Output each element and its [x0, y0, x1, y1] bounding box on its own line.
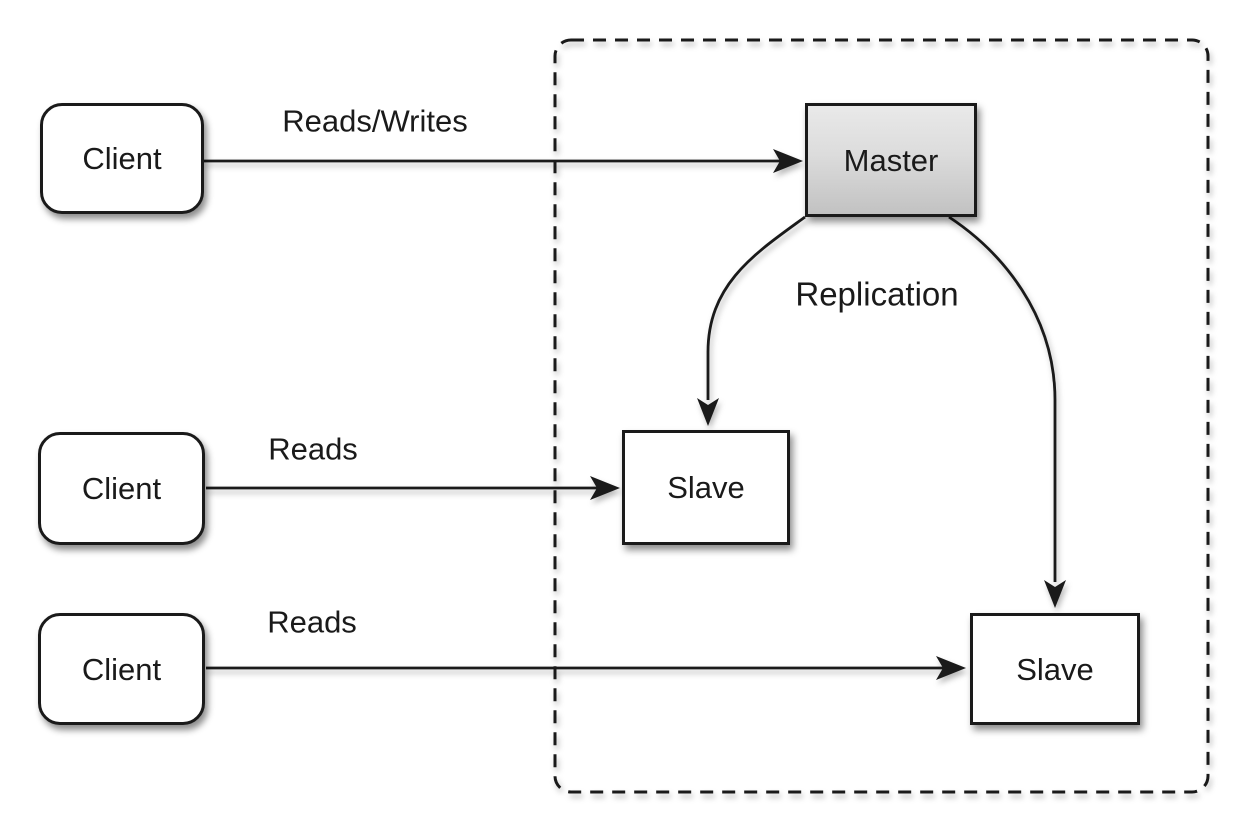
node-slave-1: Slave — [622, 430, 790, 545]
node-client-2-label: Client — [81, 471, 162, 506]
node-slave-1-label: Slave — [667, 470, 745, 505]
arrow-reads-writes — [204, 149, 803, 173]
arrow-reads-bottom — [206, 656, 966, 680]
node-client-2: Client — [38, 432, 205, 545]
node-client-1-label: Client — [82, 141, 162, 176]
node-slave-2: Slave — [970, 613, 1140, 725]
arrow-replication-left — [697, 215, 806, 426]
edge-label-replication: Replication — [793, 275, 961, 313]
arrow-reads-top — [206, 476, 620, 500]
node-client-1: Client — [40, 103, 204, 214]
node-client-3: Client — [38, 613, 205, 725]
arrow-replication-right — [948, 215, 1066, 608]
node-client-3-label: Client — [81, 651, 162, 687]
node-master-label: Master — [843, 142, 939, 178]
edge-label-reads-bottom: Reads — [265, 604, 359, 640]
node-master: Master — [805, 103, 977, 217]
edge-label-reads-top: Reads — [266, 431, 360, 467]
node-slave-2-label: Slave — [1016, 651, 1094, 687]
edge-label-reads-writes: Reads/Writes — [280, 103, 470, 139]
replication-boundary-box — [553, 38, 1210, 794]
